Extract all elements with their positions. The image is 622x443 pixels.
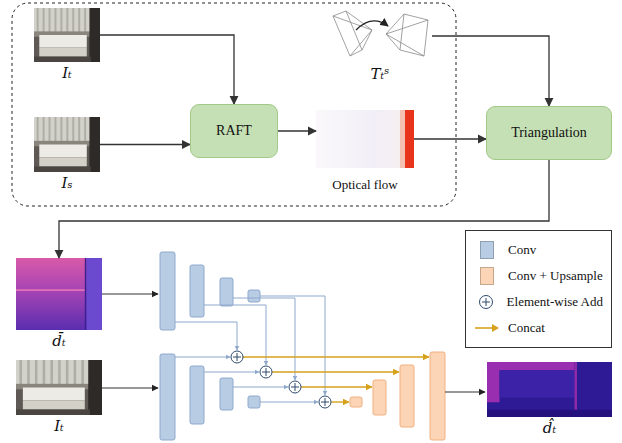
encoder-blocks (160, 252, 260, 440)
add-symbols (231, 351, 331, 408)
concat-head (492, 324, 499, 332)
image-panel: Iₜ (34, 8, 100, 62)
image-caption: Optical flow (332, 178, 397, 192)
image-caption: Iₜ (62, 65, 72, 82)
photo-images (16, 8, 102, 415)
flow-image (316, 110, 414, 168)
add-circle (480, 296, 493, 309)
image-panel: Iₛ (34, 117, 100, 172)
legend-swatch (480, 241, 494, 259)
dashed-region (12, 3, 456, 206)
concat-arrows (243, 357, 429, 402)
image-caption: Iₜ (54, 418, 64, 435)
image-caption: d̄ₜ (52, 333, 65, 350)
add-symbol (478, 294, 494, 310)
concat-line (475, 327, 493, 329)
legend-row: Concat (474, 315, 603, 341)
image-caption: Tₜˢ (371, 66, 390, 83)
camera-frustums (333, 11, 428, 56)
flow-arrow (100, 144, 190, 145)
legend-text: Concat (508, 320, 545, 336)
legend-swatch (480, 267, 494, 285)
legend-row: Conv (474, 237, 603, 263)
network-arrows (102, 294, 485, 392)
image-panel: d̂ₜ (487, 362, 612, 417)
process-box: Triangulation (486, 106, 612, 160)
legend-symbol (474, 267, 500, 285)
legend-box: ConvConv + UpsampleElement-wise AddConca… (465, 230, 612, 348)
process-box: RAFT (190, 104, 278, 158)
image-panel: Tₜˢ (328, 10, 432, 62)
add-plus (482, 298, 490, 306)
legend-text: Conv + Upsample (508, 268, 603, 284)
decoder-blocks (350, 352, 445, 440)
flow-arrow (100, 35, 234, 104)
flow-arrow (414, 138, 486, 139)
box-label: Triangulation (511, 125, 587, 141)
legend-row: Conv + Upsample (474, 263, 603, 289)
box-label: RAFT (216, 123, 252, 139)
legend-row: Element-wise Add (474, 289, 603, 315)
image-panel: Iₜ (16, 360, 102, 415)
legend-text: Conv (508, 242, 536, 258)
flow-arrow (432, 36, 549, 106)
flow-arrow (278, 130, 316, 131)
legend-text: Element-wise Add (507, 294, 603, 310)
image-panel: Optical flow (316, 110, 414, 168)
legend-symbol (474, 241, 500, 259)
image-caption: d̂ₜ (543, 420, 556, 437)
concat-arrow-symbol (474, 323, 500, 333)
skip-connections (175, 296, 325, 402)
image-panel: d̄ₜ (16, 258, 102, 330)
image-caption: Iₛ (62, 175, 73, 192)
legend-symbol (474, 294, 499, 310)
legend-symbol (474, 323, 500, 333)
